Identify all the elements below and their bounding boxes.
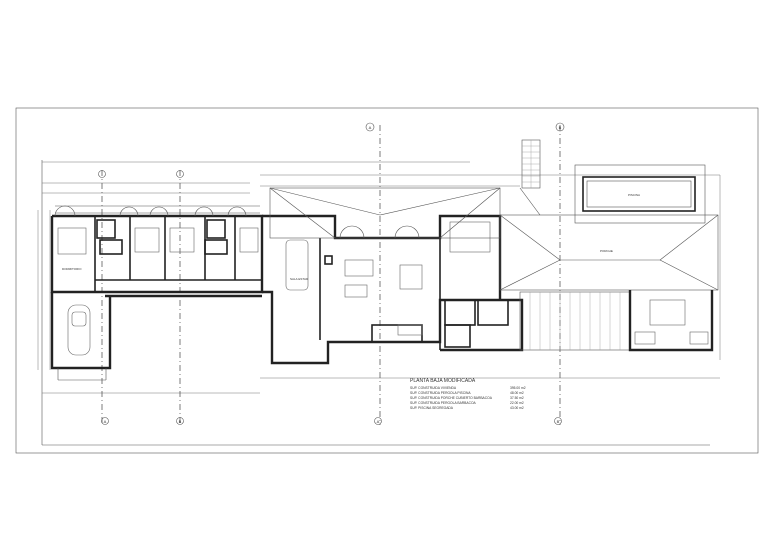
surface-table: PLANTA BAJA MODIFICADA SUP. CONSTRUIDA V… <box>410 378 526 410</box>
surface-row-label: SUP. CONSTRUIDA VIVIENDA <box>410 386 457 390</box>
svg-text:B: B <box>557 419 560 424</box>
surface-row-label: SUP. CONSTRUIDA PORCHE CUBIERTO BARBACOA <box>410 396 493 400</box>
svg-text:A: A <box>104 419 107 424</box>
bedroom-wing: DORMITORIO <box>50 205 264 294</box>
service-rooms <box>345 298 524 352</box>
pergola-slats <box>519 291 631 351</box>
surface-row-value: 22.00 m2 <box>510 401 524 405</box>
svg-text:B: B <box>179 419 182 424</box>
barbecue-area <box>628 290 714 352</box>
room-label-dormitorio: DORMITORIO <box>62 267 82 271</box>
room-label-porche: PORCHE <box>600 249 613 253</box>
sheet-frame <box>15 107 759 454</box>
axis-marker-bottom: A B A B <box>101 417 562 425</box>
surface-row-value: 37.50 m2 <box>510 396 524 400</box>
axis-marker-left-b <box>176 170 184 178</box>
room-label-estar: SALA ESTAR <box>290 277 309 281</box>
axis-marker-top-a: A <box>365 122 375 132</box>
dimension-lines <box>37 161 721 394</box>
room-label-piscina: PISCINA <box>628 193 640 197</box>
axis-marker-left-a <box>98 170 106 178</box>
svg-text:A: A <box>377 419 380 424</box>
surface-row-value: 395.00 m2 <box>510 386 526 390</box>
pool: PISCINA <box>574 164 706 224</box>
plan-title: PLANTA BAJA MODIFICADA <box>410 378 476 384</box>
surface-row-label: SUP. CONSTRUIDA PERGOLA BARBACOA <box>410 401 477 405</box>
roof-lines-central <box>269 187 501 239</box>
surface-row-label: SUP. CONSTRUIDA PERGOLA PISCINA <box>410 391 471 395</box>
surface-row-value: 48.00 m2 <box>510 391 524 395</box>
svg-text:A: A <box>369 125 372 130</box>
structural-axes <box>101 125 561 425</box>
exterior-pavement-hatch <box>55 205 260 214</box>
svg-text:B: B <box>559 125 562 130</box>
axis-marker-top-b: B <box>555 122 565 132</box>
surface-row-value: 43.00 m2 <box>510 406 524 410</box>
garage <box>50 292 112 381</box>
exterior-stair <box>521 139 541 189</box>
porch-roof: PORCHE <box>499 187 719 291</box>
surface-row-label: SUP. PISCINA SEGREGADA <box>410 406 454 410</box>
